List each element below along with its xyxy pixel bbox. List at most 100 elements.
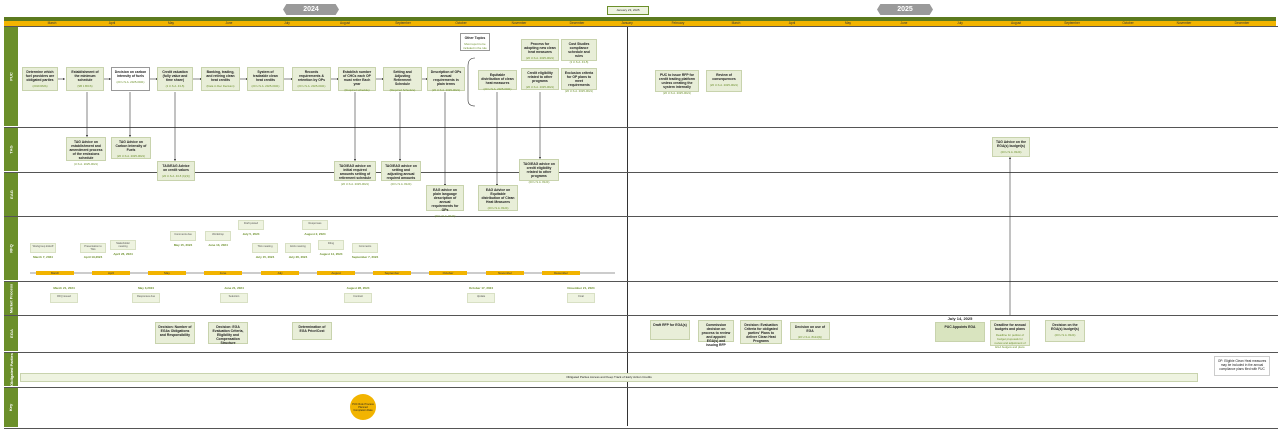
rfq-month-marker: April [92, 271, 130, 275]
ega-budget-decision: Decision on the EGA(s) budget(s)(20 U.S.… [1045, 320, 1085, 342]
rfq-month-marker: July [261, 271, 299, 275]
year-divider [627, 26, 628, 426]
month-label: July [284, 21, 290, 25]
puc-new-measures: Process for adopting new clean heat meas… [521, 39, 559, 61]
month-label: March [47, 21, 57, 25]
tag-credit-eligibility: TAG/EAG advice on credit eligibility rel… [519, 159, 559, 184]
rfq-event-note: Workshop [205, 231, 231, 241]
rfq-event-date: April 26, 2024 [113, 252, 133, 256]
month-label: November [1176, 21, 1192, 25]
puc-plain-terms: Description of OPs annual requirements i… [427, 67, 465, 92]
month-bar [4, 17, 1276, 21]
lane-label-puc: PUC [4, 27, 18, 126]
ega-number-decision: Decision: Number of EGAs Obligations and… [155, 322, 195, 344]
ega-price-cost: Determination of EGA Price/Cost [292, 322, 332, 340]
rfq-event-note: Comments [352, 243, 378, 253]
puc-equitable-distribution: Equitable distribution of clean heat mea… [478, 70, 517, 91]
month-label: June [225, 21, 233, 25]
tag-carbon-intensity: TAG Advice on Carbon Intensity of Fuels(… [111, 137, 151, 159]
month-label: December [1234, 21, 1250, 25]
rfq-event-note: Responses [302, 220, 328, 230]
lane-label-market: Market Process [4, 282, 18, 315]
ega-puc-appoints: PUC Appoints EGA [935, 322, 985, 342]
market-event-date: March 21, 2024 [53, 286, 75, 290]
puc-retirement-schedule: Setting and Adjusting Retirement Schedul… [383, 67, 422, 92]
rfq-month-marker: October [429, 271, 467, 275]
lane-tag [4, 127, 1278, 172]
rfq-event-note: Workgroup kickoff [30, 243, 56, 253]
month-label: April [788, 21, 796, 25]
rfq-event-date: June 13, 2024 [208, 243, 228, 247]
ega-appoint-date: July 14, 2025 [947, 316, 973, 321]
year-2024: 2024 [283, 4, 339, 15]
tag-retirement-schedule: TAG/EAG advice on initial required amoun… [334, 161, 376, 186]
puc-review-consequences: Review of consequences(20 U.S.A. 2025-00… [706, 70, 742, 92]
rfq-month-marker: March [36, 271, 74, 275]
ega-plans-criteria: Decision: Evaluation Criteria for obliga… [740, 320, 782, 344]
month-label: November [511, 21, 527, 25]
puc-chc-number: Establish number of CHCs each OP must re… [338, 67, 376, 92]
lane-eag [4, 172, 1278, 217]
lane-label-ega: EGA [4, 316, 18, 351]
rfq-event-note: Presentation to TAG [80, 243, 106, 253]
rfq-event-date: September 7, 2024 [351, 255, 379, 259]
puc-obligated-parties: Determine which fuel providers are oblig… [22, 67, 58, 91]
month-label: April [108, 21, 116, 25]
rfq-event-date: July 15, 2024 [255, 255, 275, 259]
lane-obligated [4, 352, 1278, 387]
tag-emissions-schedule: TAG Advice on establishment and amendmen… [66, 137, 106, 166]
lane-label-obligated: Obligated Parties [4, 353, 18, 386]
rfq-event-note: EAG meeting [285, 243, 311, 253]
today-marker: January 23, 2025 [607, 6, 649, 15]
rfq-event-date: August 2, 2024 [304, 232, 326, 236]
ega-draft-rfp: Draft RFP for EGA(s) [650, 320, 690, 340]
puc-tradeable-credits: System of tradeable clean heat credits(2… [247, 67, 284, 91]
puc-credit-valuation: Credit valuation (fully value and time s… [157, 67, 193, 91]
rfq-event-note: Filing [318, 240, 344, 250]
month-label: October [1122, 21, 1134, 25]
month-label: August [1011, 21, 1021, 25]
key-rule-circle: PUC Rule Process Planned Completion Date [350, 394, 376, 420]
tag-annual-amounts: TAG/EAG advice on setting and adjusting … [381, 161, 421, 186]
market-event-date: August 28, 2024 [346, 286, 370, 290]
lane-label-rfq: RFQ [4, 217, 18, 280]
rfq-event-date: July 5, 2024 [242, 232, 260, 236]
puc-records: Records requirements & retention by OPs(… [292, 67, 331, 91]
rfq-month-marker: May [148, 271, 186, 275]
lane-ega [4, 315, 1278, 352]
lane-rfq [4, 216, 1278, 281]
puc-credit-eligibility: Credit eligibility related to other prog… [521, 68, 559, 90]
market-event-note: Final [567, 293, 595, 303]
month-label: February [671, 21, 685, 25]
tag-credit-values: TAG/EAG Advice on credit values(20 U.S.A… [157, 161, 195, 181]
market-event-note: Selection [220, 293, 248, 303]
rfq-month-marker: December [542, 271, 580, 275]
rfq-event-date: August 14, 2024 [319, 252, 343, 256]
puc-rfp-platform: PUC to issue RFP for credit trading plat… [655, 70, 699, 95]
month-label: January [621, 21, 633, 25]
rfq-event-note: Draft posted [238, 220, 264, 230]
obligated-note: OP: Eligible Clean Heat measures may be … [1214, 356, 1270, 376]
month-label: September [1064, 21, 1080, 25]
puc-banking-trading: Banking, trading, and retiring clean hea… [201, 67, 240, 91]
rfq-month-marker: September [373, 271, 411, 275]
ega-appoint-process: Commission decision on process to review… [698, 320, 734, 347]
puc-carbon-intensity: Decision on carbon intensity of fuels(20… [111, 67, 150, 91]
month-label: August [340, 21, 350, 25]
rfq-month-marker: November [486, 271, 524, 275]
month-label: June [900, 21, 908, 25]
rfq-event-note: Comments due [170, 231, 196, 241]
market-event-note: RFQ issued [50, 293, 78, 303]
lane-label-tag: TAG [4, 128, 18, 171]
market-event-note: Update [467, 293, 495, 303]
obligated-bar: Obligated Parties Access and Keep Track … [20, 373, 1198, 382]
market-event-date: June 21, 2024 [224, 286, 244, 290]
puc-cost-studies: Cost Studies compliance schedule and rul… [561, 39, 597, 64]
market-event-date: November 21, 2024 [567, 286, 595, 290]
market-event-note: Responses due [132, 293, 160, 303]
rfq-event-note: TAG meeting [252, 243, 278, 253]
lane-label-eag: EAG [4, 173, 18, 216]
rfq-event-date: July 26, 2024 [288, 255, 308, 259]
